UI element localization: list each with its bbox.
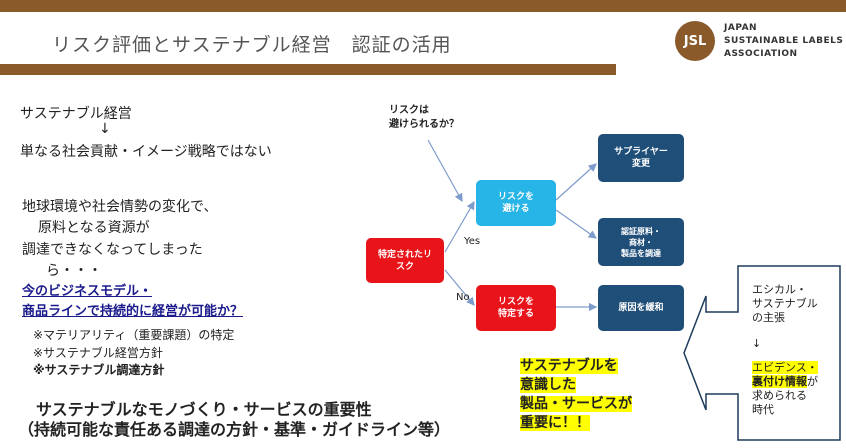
yes-label: Yes [464,236,481,247]
to-supplier-line [555,163,597,201]
claim-arrow: ↓ [752,337,762,350]
jsl-logo-text: JAPAN SUSTAINABLE LABELS ASSOCIATION [724,22,843,61]
left-arrow-callout-shape [683,265,841,441]
context-line: 調達できなくなってしまった [22,242,203,258]
down-arrow-text: ↓ [99,121,111,137]
box-text: スク [395,261,414,272]
box-text: 原因を緩和 [618,303,664,313]
evidence-highlight: エビデンス・ [752,361,818,374]
identify-risk-box: リスクを特定する [476,285,556,331]
question-text-line: 避けられるか？ [389,119,459,130]
evidence-highlight-bold: 裏付け情報 [752,375,807,388]
box-text: 特定する [497,309,534,319]
context-line: 地球環境や社会情勢の変化で、 [22,199,218,215]
not-csr-line: 単なる社会貢献・イメージ戦略ではない [20,144,272,160]
question-line: 商品ラインで持続的に経営が可能か？ [22,304,244,319]
note-procurement: ※サステナブル調達方針 [33,363,165,377]
to-certified-line [555,209,597,239]
change-supplier-box: サプライヤー変更 [598,134,684,182]
box-text: 変更 [631,159,650,169]
box-text: 商材・ [629,237,653,247]
question-text-line: リスクは [389,105,429,116]
jsl-logo-mark: JSL [675,21,715,61]
callout-line: 重要に！！ [520,415,590,431]
box-text: サプライヤー [614,147,668,157]
callout-line: 製品・サービスが [520,396,632,412]
bottom-statement-sub: （持続可能な責任ある調達の方針・基準・ガイドライン等） [18,420,451,439]
context-line: ら・・・ [46,263,102,279]
box-text: リスクを [497,297,534,307]
claim-line: の主張 [752,311,785,324]
claim-line: サステナブル [752,297,818,310]
bottom-statement: サステナブルなモノづくり・サービスの重要性 [36,400,372,419]
context-line: 原料となる資源が [38,220,150,236]
logo-line: SUSTAINABLE LABELS [724,36,844,46]
top-band [0,0,846,12]
diagram-question: リスクは 避けられるか？ [389,104,459,132]
callout-line: サステナブルを [520,358,618,374]
box-text: 認証原料・ [621,226,661,236]
certified-materials-box: 認証原料・商材・製品を調達 [598,218,684,266]
avoid-risk-box: リスクを避ける [476,180,556,226]
claim-line: 求められる [752,389,807,402]
sustainable-products-callout: サステナブルを 意識した 製品・サービスが 重要に！！ [520,357,632,433]
logo-line: JAPAN [724,23,758,33]
logo-line: ASSOCIATION [724,49,798,59]
yes-branch-line [444,200,475,253]
question-line: 今のビジネスモデル・ [22,284,153,299]
box-text: 製品を調達 [621,248,661,258]
question-pointer-line [427,139,463,203]
heading-sustainable-management: サステナブル経営 [20,106,132,122]
box-text: 避ける [502,204,530,214]
no-label: No [456,292,470,303]
page-title: リスク評価とサステナブル経営 認証の活用 [52,34,452,56]
note-materiality: ※マテリアリティ（重要課題）の特定 [33,328,235,342]
claim-line: 時代 [752,403,774,416]
claim-line: エシカル・ [752,283,807,296]
mitigate-cause-box: 原因を緩和 [598,285,684,331]
note-policy: ※サステナブル経営方針 [33,346,163,360]
ethical-claim-text: エシカル・ サステナブル の主張 ↓ エビデンス・ 裏付け情報が 求められる 時… [752,283,818,417]
callout-line: 意識した [520,377,576,393]
no-branch-line [444,269,475,306]
box-text: 特定されたリ [377,249,432,260]
box-text: リスクを [497,192,534,202]
title-underline-band [0,64,616,75]
identified-risk-box: 特定されたリスク [366,238,444,283]
claim-suffix: が [807,375,818,388]
